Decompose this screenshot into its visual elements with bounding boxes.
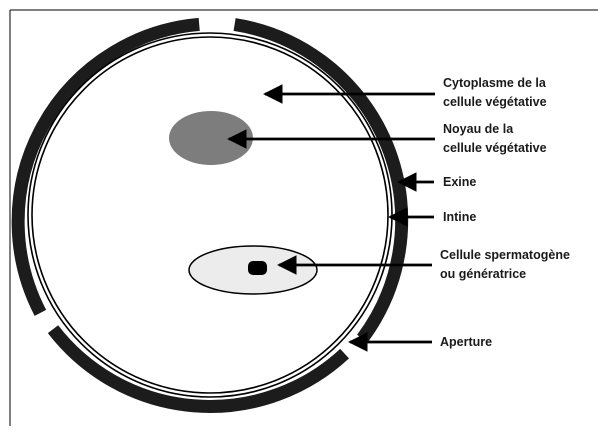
label-generative-line2: ou génératrice [440,267,526,281]
label-intine: Intine [443,210,476,224]
generative-nucleus [248,261,267,275]
label-exine: Exine [443,175,476,189]
label-generative-line1: Cellule spermatogène [440,248,570,262]
label-nucleus-line1: Noyau de la [443,122,514,136]
label-aperture: Aperture [440,335,492,349]
label-cytoplasm-line1: Cytoplasme de la [443,76,547,90]
label-nucleus-line2: cellule végétative [443,141,547,155]
label-cytoplasm-line2: cellule végétative [443,95,547,109]
cytoplasm-inner-edge [32,37,388,393]
